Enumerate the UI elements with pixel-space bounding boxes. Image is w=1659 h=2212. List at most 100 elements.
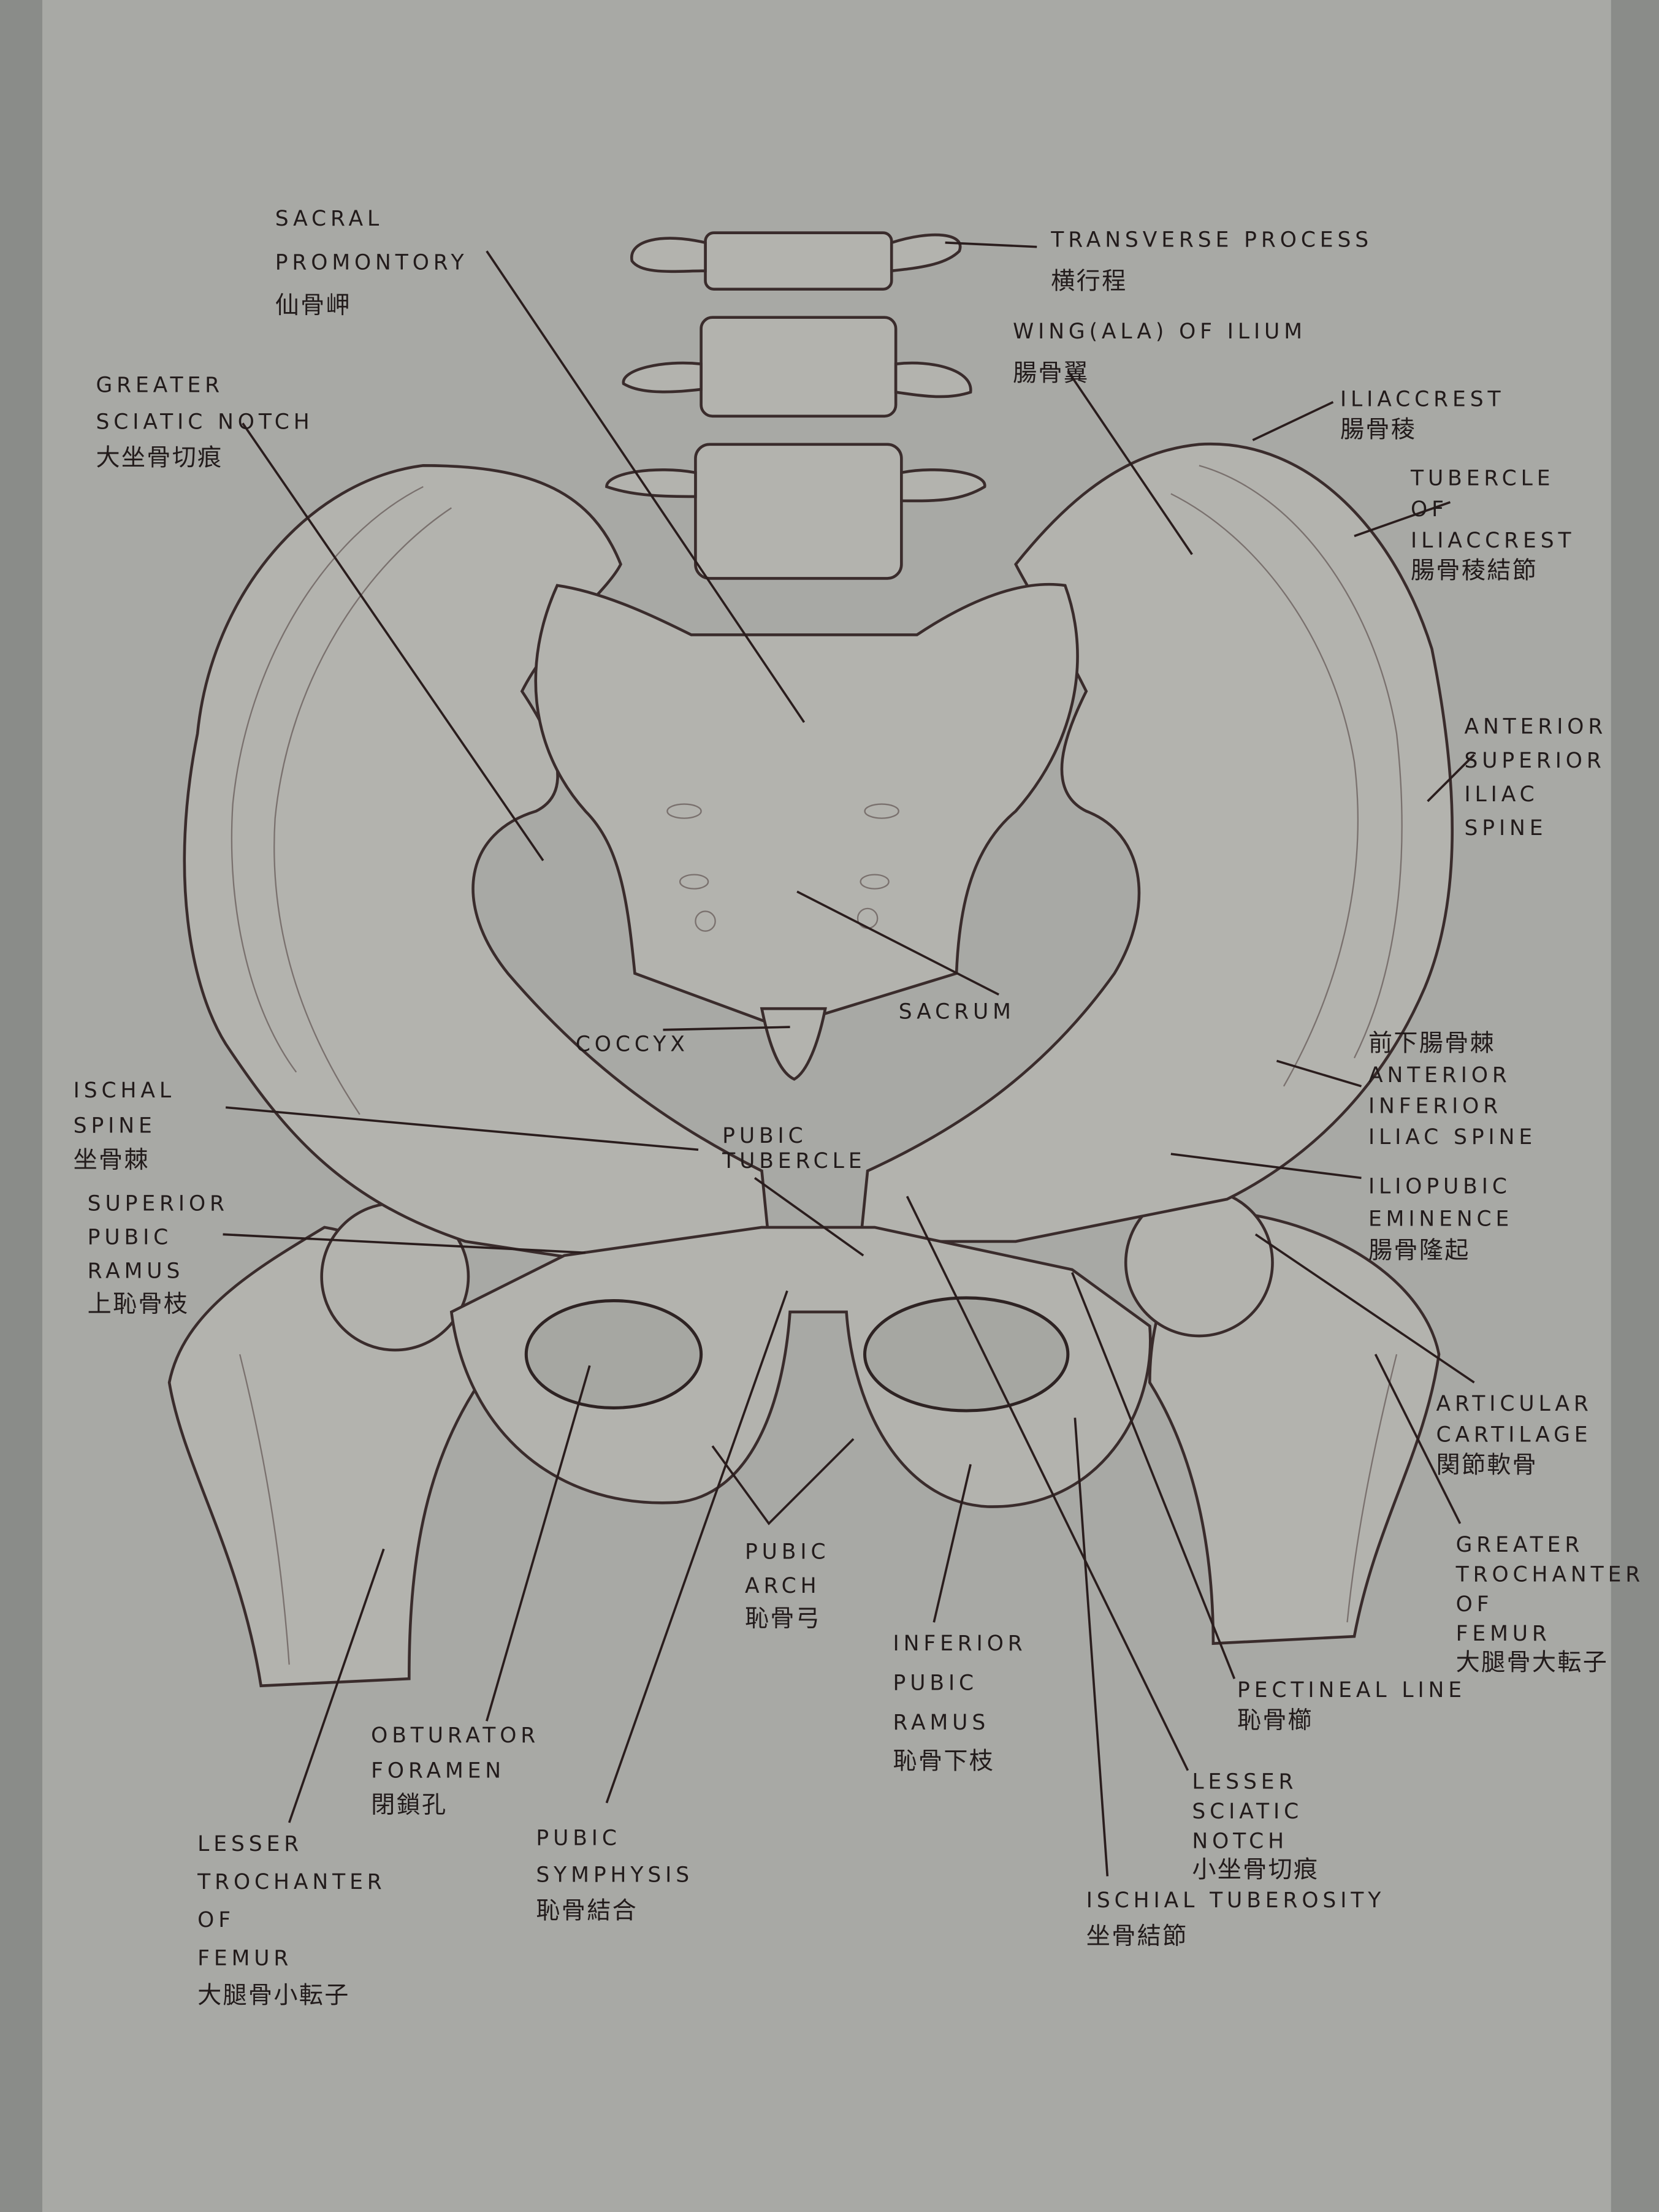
tubercle-of-iliac-crest-leader-line xyxy=(1354,501,1451,538)
sacrum-line: SACRUM xyxy=(899,999,1015,1024)
articular-cartilage-line: CARTILAGE xyxy=(1436,1423,1592,1447)
label-articular-cartilage: ARTICULAR CARTILAGE 関節軟骨 xyxy=(1436,1392,1592,1479)
greater-sciatic-notch-line: SCIATIC NOTCH xyxy=(96,410,313,435)
left-transverse-process-3 xyxy=(605,468,697,498)
pubic-symphysis-line: SYMPHYSIS xyxy=(536,1863,693,1888)
vertebra-2 xyxy=(700,316,898,418)
transverse-process-leader-line xyxy=(945,241,1037,248)
articular-cartilage-line: ARTICULAR xyxy=(1436,1392,1592,1416)
ischial-spine-line: 坐骨棘 xyxy=(74,1146,150,1174)
greater-trochanter-line: GREATER xyxy=(1456,1533,1584,1557)
leader-lines xyxy=(223,241,1475,1877)
superior-pubic-ramus-line: RAMUS xyxy=(88,1259,185,1284)
iliac-crest-line: 腸骨稜 xyxy=(1340,416,1416,443)
label-transverse-process: TRANSVERSE PROCESS 横行程 xyxy=(1050,228,1373,296)
sacral-promontory-line: PROMONTORY xyxy=(275,250,468,275)
transverse-process-line: 横行程 xyxy=(1051,268,1127,296)
anterior-inferior-iliac-spine-leader-line xyxy=(1276,1059,1362,1088)
greater-trochanter-leader-line xyxy=(1374,1354,1462,1524)
iliopubic-eminence-line: ILIOPUBIC xyxy=(1368,1175,1511,1199)
left-transverse-process-2 xyxy=(622,361,703,394)
iliopubic-eminence-line: 腸骨隆起 xyxy=(1368,1237,1470,1265)
pubic-tubercle-line: PUBIC xyxy=(722,1124,807,1148)
label-sacrum: SACRUM xyxy=(899,999,1015,1024)
label-pectineal-line: PECTINEAL LINE 恥骨櫛 xyxy=(1237,1678,1466,1734)
ischial-tuberosity-leader-line xyxy=(1074,1417,1109,1877)
greater-sciatic-notch-line: 大坐骨切痕 xyxy=(96,444,223,471)
vertebra-3 xyxy=(694,443,903,580)
inferior-pubic-ramus-line: PUBIC xyxy=(893,1671,978,1696)
right-transverse-process-2 xyxy=(894,361,972,399)
greater-sciatic-notch-leader-line xyxy=(242,422,544,861)
left-obturator-foramen xyxy=(524,1299,703,1409)
pubic-arch-leader-line xyxy=(711,1438,855,1525)
transverse-process-line: TRANSVERSE PROCESS xyxy=(1050,228,1373,253)
ischial-tuberosity-line: ISCHIAL TUBEROSITY xyxy=(1086,1888,1385,1913)
iliac-crest-leader-line xyxy=(1252,401,1334,441)
coccyx-leader-line xyxy=(663,1026,790,1031)
lesser-trochanter-line: OF xyxy=(197,1908,235,1932)
sacral-promontory-leader-line xyxy=(486,250,806,723)
obturator-foramen-line: FORAMEN xyxy=(371,1758,505,1783)
iliopubic-eminence-leader-line xyxy=(1170,1153,1362,1180)
sacrum-shape xyxy=(534,582,1079,1024)
pectineal-line-line: PECTINEAL LINE xyxy=(1237,1678,1466,1703)
anterior-superior-iliac-spine-line: SPINE xyxy=(1464,816,1547,841)
anterior-inferior-iliac-spine-line: ILIAC SPINE xyxy=(1368,1125,1536,1150)
pubic-arch-line: ARCH xyxy=(745,1574,821,1598)
superior-pubic-ramus-line: SUPERIOR xyxy=(88,1191,229,1216)
right-transverse-process-1 xyxy=(890,233,962,273)
pubic-arch-line: 恥骨弓 xyxy=(745,1605,821,1633)
anterior-superior-iliac-spine-leader-line xyxy=(1427,753,1475,803)
left-transverse-process-1 xyxy=(630,237,707,273)
lesser-sciatic-notch-line: NOTCH xyxy=(1192,1829,1288,1853)
lesser-sciatic-notch-line: SCIATIC xyxy=(1192,1799,1303,1824)
label-iliopubic-eminence: ILIOPUBIC EMINENCE 腸骨隆起 xyxy=(1368,1175,1513,1265)
coccyx-line: COCCYX xyxy=(576,1032,689,1056)
tubercle-of-iliac-crest-line: 腸骨稜結節 xyxy=(1411,557,1538,584)
anterior-superior-iliac-spine-line: SUPERIOR xyxy=(1464,749,1605,773)
hatching xyxy=(231,465,1403,1665)
vertebra-1 xyxy=(704,231,893,291)
tubercle-of-iliac-crest-line: TUBERCLE xyxy=(1410,467,1554,491)
pectineal-line-line: 恥骨櫛 xyxy=(1237,1707,1313,1734)
anterior-inferior-iliac-spine-line: INFERIOR xyxy=(1368,1094,1502,1119)
articular-cartilage-line: 関節軟骨 xyxy=(1436,1451,1538,1479)
pubic-symphysis-leader-line xyxy=(605,1290,788,1804)
pubic-symphysis-line: PUBIC xyxy=(536,1826,621,1851)
obturator-foramen-line: 閉鎖孔 xyxy=(371,1791,447,1819)
lesser-trochanter-leader-line xyxy=(288,1548,385,1823)
inferior-pubic-ramus-line: RAMUS xyxy=(893,1710,990,1735)
label-wing-of-ilium: WING(ALA) OF ILIUM 腸骨翼 xyxy=(1013,319,1306,387)
lesser-sciatic-notch-leader-line xyxy=(906,1196,1189,1771)
greater-trochanter-line: OF xyxy=(1456,1592,1493,1617)
ischial-spine-leader-line xyxy=(225,1106,699,1151)
pubic-tubercle-line: TUBERCLE xyxy=(722,1149,866,1173)
wing-of-ilium-line: 腸骨翼 xyxy=(1013,359,1089,387)
articular-cartilage-leader-line xyxy=(1254,1233,1475,1384)
anterior-superior-iliac-spine-line: ILIAC xyxy=(1464,782,1538,807)
inferior-pubic-ramus-line: 恥骨下枝 xyxy=(893,1747,995,1775)
inferior-pubic-ramus-line: INFERIOR xyxy=(893,1631,1027,1656)
sacral-foramina xyxy=(666,803,899,932)
wing-of-ilium-line: WING(ALA) OF ILIUM xyxy=(1013,319,1306,344)
tubercle-of-iliac-crest-line: ILIACCREST xyxy=(1411,528,1576,553)
sacral-promontory-line: SACRAL xyxy=(275,207,383,231)
anterior-inferior-iliac-spine-line: 前下腸骨棘 xyxy=(1368,1029,1495,1057)
superior-pubic-ramus-line: PUBIC xyxy=(88,1226,173,1250)
tubercle-of-iliac-crest-line: OF xyxy=(1411,497,1448,522)
iliopubic-eminence-line: EMINENCE xyxy=(1368,1207,1513,1232)
